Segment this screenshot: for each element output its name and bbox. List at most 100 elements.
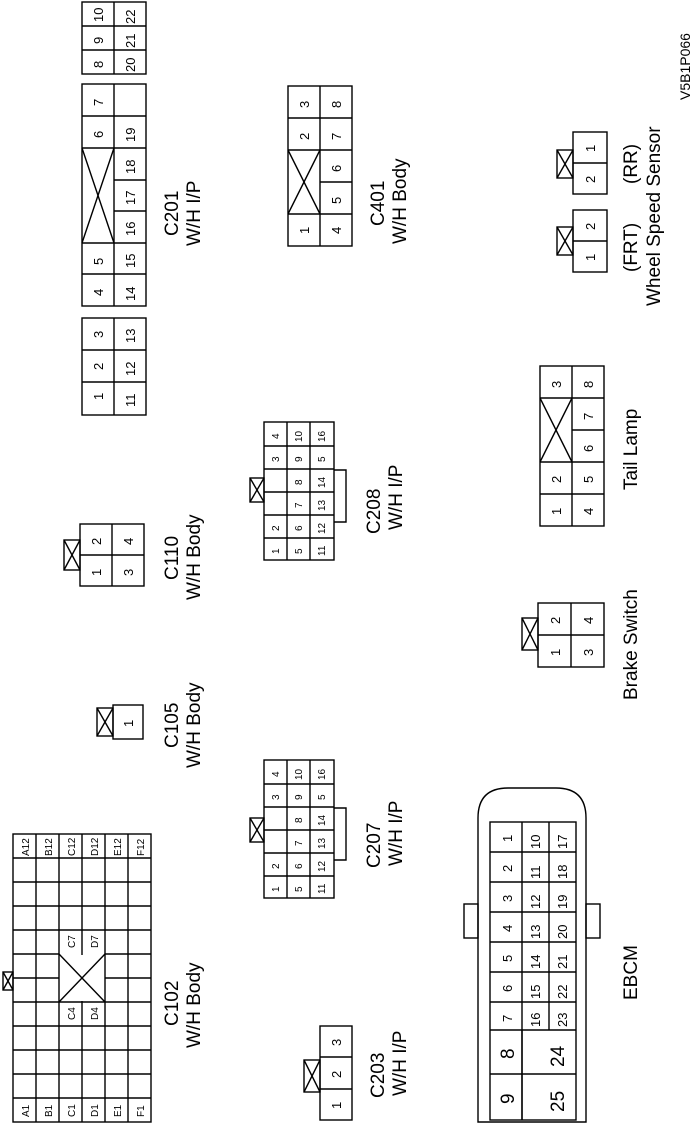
ebcm-pin: 17 <box>555 835 570 849</box>
connector-c207: 1 2 3 4 5 6 7 8 9 10 11 12 13 14 5 16 C2… <box>249 759 407 899</box>
c102-label: E12 <box>113 838 124 856</box>
ebcm-pin-large: 8 <box>498 1048 519 1059</box>
tail-lamp-pin: 1 <box>549 508 564 515</box>
c208-pin: 2 <box>271 525 282 531</box>
ebcm-name: EBCM <box>621 945 642 1000</box>
c401-pin: 3 <box>297 101 312 108</box>
ebcm-pin-large: 25 <box>548 1091 569 1112</box>
c102-label: A1 <box>21 1104 32 1117</box>
c102-label: B1 <box>44 1104 55 1117</box>
connector-c401: 1 2 3 4 5 6 7 8 C401 W/H Body <box>287 85 411 247</box>
c110-name: C110 <box>162 536 183 580</box>
ebcm-pin: 16 <box>528 1013 543 1027</box>
c401-pin: 4 <box>329 227 344 234</box>
wss-name: Wheel Speed Sensor <box>644 126 665 306</box>
c208-pin: 5 <box>317 456 328 462</box>
c207-pin: 10 <box>294 768 305 780</box>
c208-pin: 6 <box>294 525 305 531</box>
c102-label: D1 <box>90 1104 101 1117</box>
brake-switch-pin: 4 <box>581 617 596 624</box>
c201-pin: 3 <box>91 331 106 338</box>
tail-lamp-pin: 8 <box>581 381 596 388</box>
ebcm-pin: 10 <box>528 835 543 849</box>
c208-pin: 14 <box>317 476 328 488</box>
c110-sub: W/H Body <box>184 514 205 600</box>
tail-lamp-pin: 4 <box>581 508 596 515</box>
brake-switch-name: Brake Switch <box>621 589 642 700</box>
figure-code: V5B1P066 <box>677 33 693 100</box>
ebcm-pin: 1 <box>500 835 515 842</box>
c201-name: C201 <box>162 191 183 236</box>
wss-rr-pin: 2 <box>583 176 598 183</box>
c207-pin: 13 <box>317 837 328 849</box>
tail-lamp-pin: 2 <box>549 476 564 483</box>
c102-label: C1 <box>67 1104 78 1117</box>
connector-c201: 1 2 3 4 5 6 7 8 9 10 11 12 13 14 15 16 1… <box>81 1 205 416</box>
c102-label: E1 <box>113 1104 124 1117</box>
c203-pin: 1 <box>329 1102 344 1109</box>
c208-pin: 3 <box>271 456 282 462</box>
c207-name: C207 <box>364 823 385 868</box>
ebcm-pin-large: 9 <box>498 1093 519 1104</box>
tail-lamp-pin: 5 <box>581 476 596 483</box>
c207-pin: 7 <box>294 840 305 846</box>
ebcm-pin: 11 <box>528 866 543 880</box>
c207-pin: 12 <box>317 860 328 872</box>
ebcm-pin: 5 <box>500 955 515 962</box>
brake-switch-pin: 1 <box>548 649 563 656</box>
c201-pin: 16 <box>123 222 138 236</box>
c201-pin: 1 <box>91 393 106 400</box>
c208-pin: 9 <box>294 456 305 462</box>
c207-pin: 6 <box>294 863 305 869</box>
c105-name: C105 <box>162 703 183 748</box>
brake-switch-pin: 3 <box>581 649 596 656</box>
connector-c208: 1 2 3 4 5 6 7 8 9 10 11 12 13 14 5 16 C2… <box>249 421 407 561</box>
c207-pin: 2 <box>271 863 282 869</box>
c201-pin: 20 <box>123 58 138 72</box>
c201-pin: 8 <box>91 61 106 68</box>
c102-label: C4 <box>67 1007 78 1020</box>
ebcm-pin-large: 24 <box>548 1045 569 1067</box>
ebcm-pin: 20 <box>555 925 570 939</box>
c203-sub: W/H I/P <box>390 1031 411 1096</box>
tail-lamp-pin: 6 <box>581 445 596 452</box>
c207-pin: 8 <box>294 817 305 823</box>
ebcm-pin: 15 <box>528 985 543 999</box>
ebcm-pin: 2 <box>500 865 515 872</box>
c208-pin: 11 <box>317 545 328 556</box>
c102-label: A12 <box>21 838 32 856</box>
c401-pin: 8 <box>329 101 344 108</box>
connector-wheel-speed-sensor: 1 2 2 1 (FRT) (RR) Wheel Speed Sensor <box>556 126 665 306</box>
ebcm-pin: 14 <box>528 955 543 969</box>
c201-pin: 9 <box>91 37 106 44</box>
c201-sub: W/H I/P <box>184 181 205 246</box>
c207-pin: 9 <box>294 794 305 800</box>
ebcm-pin: 12 <box>528 895 543 909</box>
c203-name: C203 <box>368 1053 389 1098</box>
c201-pin: 22 <box>123 10 138 24</box>
c208-pin: 12 <box>317 522 328 534</box>
c208-pin: 8 <box>294 479 305 485</box>
c102-sub: W/H Body <box>184 962 205 1048</box>
c102-label: C7 <box>67 935 78 948</box>
c201-pin: 19 <box>123 128 138 142</box>
c201-pin: 11 <box>123 394 138 408</box>
connector-brake-switch: 1 2 3 4 Brake Switch <box>521 589 642 700</box>
ebcm-pin: 19 <box>555 895 570 909</box>
c102-label: F1 <box>136 1105 147 1117</box>
brake-switch-pin: 2 <box>548 617 563 624</box>
c401-pin: 5 <box>329 197 344 204</box>
connector-c203: 1 2 3 C203 W/H I/P <box>303 1025 411 1121</box>
c110-pin: 1 <box>89 569 104 576</box>
connector-ebcm: 1 2 3 4 5 6 7 10 11 12 13 14 15 16 17 18… <box>463 787 642 1123</box>
connector-c110: 1 2 3 4 C110 W/H Body <box>63 514 205 600</box>
wss-frt-pin: 1 <box>583 254 598 261</box>
c105-sub: W/H Body <box>184 682 205 768</box>
c102-label: D12 <box>90 837 101 856</box>
connector-c105: 1 C105 W/H Body <box>96 682 205 768</box>
c110-pin: 2 <box>89 538 104 545</box>
c207-pin: 14 <box>317 814 328 826</box>
c110-pin: 4 <box>121 538 136 545</box>
c110-pin: 3 <box>121 569 136 576</box>
wss-frt-pin: 2 <box>583 223 598 230</box>
